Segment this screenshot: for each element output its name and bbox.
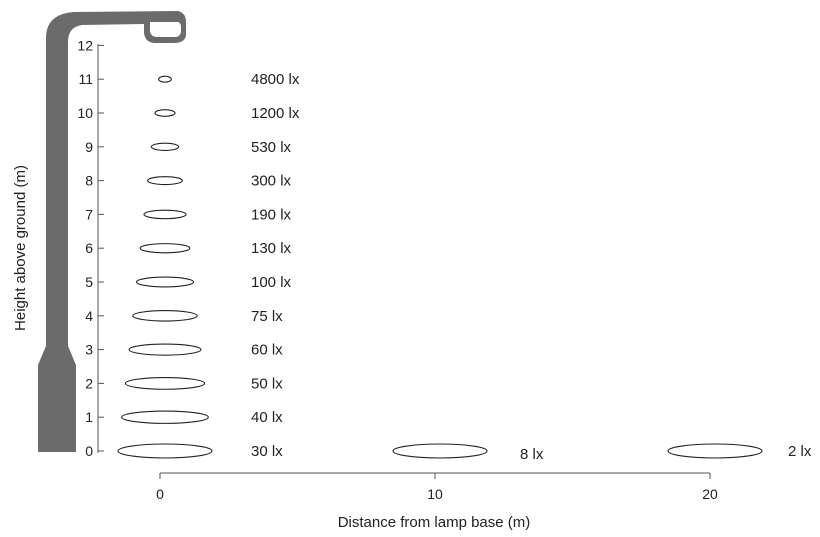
y-tick-label: 6 [85,240,93,256]
illuminance-ellipse [121,410,209,424]
illuminance-ellipse [143,209,187,220]
x-tick-label: 10 [427,486,443,502]
illuminance-ellipse [147,176,183,186]
x-tick-label: 0 [156,486,164,502]
illuminance-label: 8 lx [520,446,544,463]
illuminance-label: 75 lx [251,308,283,325]
y-tick-label: 0 [85,443,93,459]
y-tick-label: 8 [85,173,93,189]
y-tick-label: 10 [77,105,93,121]
illuminance-ellipse [135,276,195,288]
illuminance-ellipse [667,443,763,459]
illuminance-label: 60 lx [251,342,283,359]
illuminance-ellipse [392,443,488,459]
illuminance-marks: 4800 lx 1200 lx 530 lx 300 lx 190 lx 130 lx 10… [117,71,812,463]
illuminance-label: 530 lx [251,139,292,156]
x-axis-ticks: 0 10 20 [156,473,718,502]
illuminance-label: 40 lx [251,409,283,426]
illuminance-ellipse [124,376,206,390]
illuminance-label: 2 lx [788,443,812,460]
y-tick-label: 9 [85,139,93,155]
y-tick-label: 12 [77,37,93,53]
illuminance-label: 130 lx [251,240,292,257]
illuminance-label: 1200 lx [251,105,300,122]
illuminance-ellipse [158,75,172,83]
y-tick-label: 4 [85,308,93,324]
x-axis-title: Distance from lamp base (m) [338,514,531,531]
x-tick-label: 20 [702,486,718,502]
illuminance-ellipse [117,443,213,459]
illuminance-label: 30 lx [251,443,283,460]
y-tick-label: 3 [85,342,93,358]
illuminance-label: 50 lx [251,375,283,392]
y-axis-title: Height above ground (m) [12,165,29,331]
illuminance-ellipse [154,109,176,117]
illuminance-ellipse [150,142,180,151]
illuminance-label: 100 lx [251,274,292,291]
illuminance-ellipse [132,310,198,322]
illuminance-label: 4800 lx [251,71,300,88]
y-tick-label: 2 [85,375,93,391]
y-tick-label: 11 [78,71,93,87]
y-tick-label: 7 [85,206,93,222]
lamp-post-icon [38,11,186,452]
y-tick-label: 1 [85,409,93,425]
lamp-head-opening [150,22,181,37]
illuminance-label: 300 lx [251,173,292,190]
y-tick-label: 5 [85,274,93,290]
illuminance-ellipse [139,243,191,254]
illuminance-ellipse [128,343,202,356]
illuminance-label: 190 lx [251,206,292,223]
